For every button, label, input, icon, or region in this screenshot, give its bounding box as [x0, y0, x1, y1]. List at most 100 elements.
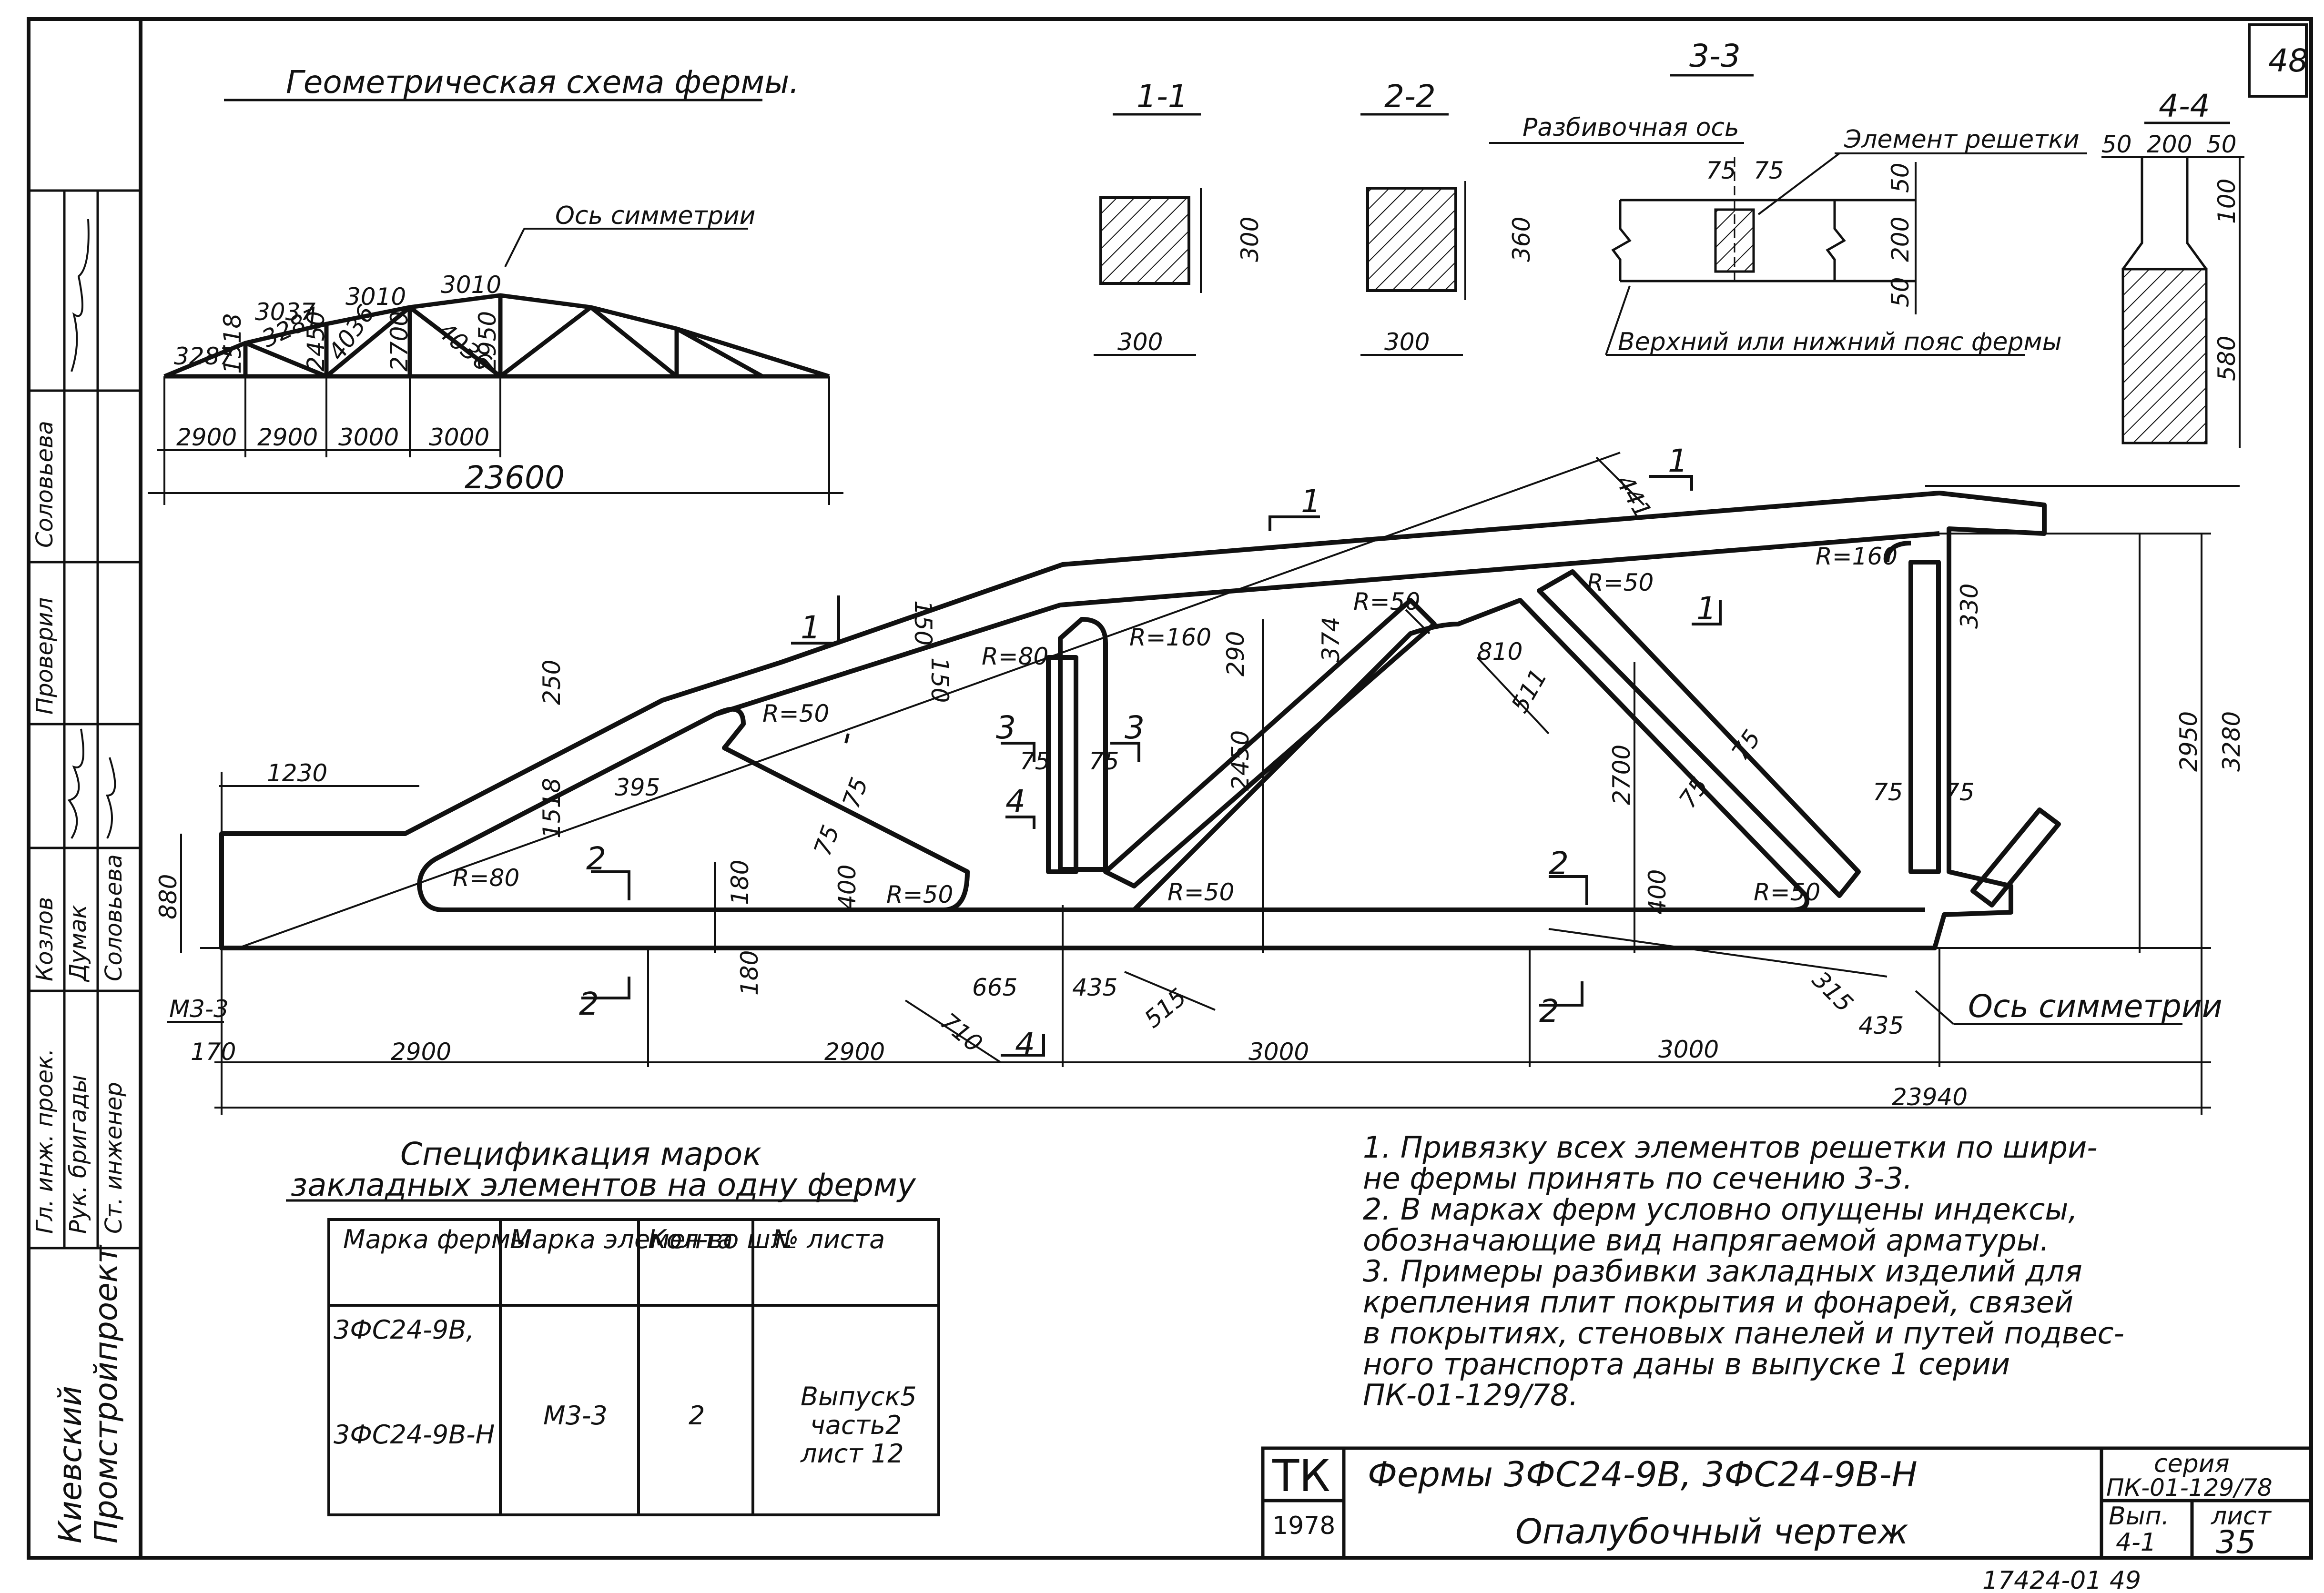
title-code: ТК — [1272, 1451, 1330, 1502]
dim-810: 810 — [1477, 638, 1522, 665]
section-3-3-d50b: 50 — [1887, 277, 1914, 307]
section-4-4-d50b: 50 — [2206, 131, 2237, 158]
dim-75d: 75 — [1089, 747, 1119, 775]
section-1-1: 1-1 300 300 — [1094, 78, 1264, 356]
stamp-role-3: Ст. инженер — [101, 1082, 127, 1234]
geometry-axis-label: Ось симметрии — [555, 202, 755, 230]
spec-sheet-ref-2: часть2 — [810, 1410, 902, 1440]
section-3-3-title: 3-3 — [1689, 38, 1741, 74]
spec-farm-mark-1: 3ФС24-9В, — [334, 1315, 474, 1345]
dim-395: 395 — [615, 774, 660, 801]
spec-element: М3-3 — [543, 1401, 608, 1431]
cut-label-2c: 2 — [1549, 845, 1569, 882]
dim-170: 170 — [191, 1038, 236, 1066]
stamp-name-4: Соловьева — [31, 421, 58, 548]
radius-r50-1: R=50 — [762, 700, 829, 727]
spec-sheet-ref-3: лист 12 — [800, 1439, 904, 1469]
section-2-2-height: 360 — [1508, 217, 1535, 262]
cut-label-3a: 3 — [996, 709, 1016, 746]
note-line-5: 3. Примеры разбивки закладных изделий дл… — [1363, 1254, 2082, 1289]
note-line-7: в покрытиях, стеновых панелей и путей по… — [1363, 1316, 2124, 1351]
note-line-6: крепления плит покрытия и фонарей, связе… — [1363, 1285, 2073, 1320]
scheme-diag-2: 4036 — [323, 300, 380, 365]
scheme-height-2: 2450 — [302, 311, 330, 372]
dim-400b: 400 — [1644, 869, 1671, 915]
cut-label-2b: 2 — [579, 986, 599, 1022]
radius-r50-5: R=50 — [1587, 569, 1654, 596]
cut-label-1c: 1 — [801, 609, 821, 646]
note-line-9: ПК-01-129/78. — [1363, 1378, 1578, 1412]
scheme-chord-3: 3010 — [345, 283, 406, 311]
geometry-scheme: Геометрическая схема фермы. Ось симметри… — [148, 64, 843, 505]
radius-labels: R=80 R=50 R=50 R=80 R=160 R=50 R=50 R=50… — [453, 543, 1898, 908]
section-2-2-width: 300 — [1384, 328, 1430, 356]
dim-3000b: 3000 — [1658, 1036, 1719, 1063]
scheme-height-3: 2700 — [386, 311, 413, 372]
scheme-span-4: 3000 — [429, 423, 489, 451]
title-name: Фермы 3ФС24-9В, 3ФС24-9В-Н — [1368, 1454, 1918, 1494]
spec-farm-mark-2: 3ФС24-9В-Н — [334, 1420, 495, 1450]
section-1-1-height: 300 — [1236, 217, 1264, 262]
title-sheet: 35 — [2216, 1524, 2256, 1561]
stamp-name-1: Козлов — [31, 897, 58, 981]
scheme-chord-1: 3287 — [174, 343, 234, 370]
dim-2700: 2700 — [1608, 745, 1635, 805]
section-3-3: 3-3 Разбивочная ось Элемент решетки 75 7… — [1489, 38, 2087, 356]
notes: 1. Привязку всех элементов решетки по ши… — [1363, 1130, 2124, 1412]
spec-header-1: Марка фермы — [343, 1224, 531, 1254]
dim-2900a: 2900 — [391, 1038, 451, 1066]
scheme-chord-2: 3037 — [255, 298, 315, 326]
scheme-span-1: 2900 — [176, 423, 237, 451]
radius-r50-4: R=50 — [1353, 588, 1420, 615]
dim-2950: 2950 — [2175, 711, 2202, 772]
dim-23940: 23940 — [1892, 1083, 1968, 1111]
spec-title-1: Спецификация марок — [400, 1136, 761, 1172]
dim-75b: 75 — [809, 821, 845, 859]
section-4-4-title: 4-4 — [2159, 88, 2210, 124]
institute-line-2: Промстройпроект — [88, 1244, 124, 1543]
dim-374: 374 — [1317, 617, 1345, 662]
spec-sheet-ref-1: Выпуск5 — [801, 1381, 917, 1412]
section-3-3-layout-axis: Разбивочная ось — [1522, 113, 1739, 142]
title-sheet-label: лист — [2211, 1502, 2272, 1531]
dim-75h: 75 — [1944, 778, 1975, 806]
dim-1230: 1230 — [267, 759, 327, 787]
cut-label-1a: 1 — [1301, 483, 1321, 520]
side-stamp-text: Гл. инж. проек. Рук. бригады Ст. инженер… — [31, 219, 127, 1543]
radius-r80-left: R=80 — [453, 864, 519, 892]
dim-710: 710 — [935, 1008, 987, 1058]
dim-75g: 75 — [1873, 778, 1903, 806]
signature-3 — [106, 757, 116, 839]
radius-r80-top: R=80 — [982, 643, 1048, 670]
note-line-3: 2. В марках ферм условно опущены индексы… — [1363, 1192, 2078, 1227]
radius-r50-6: R=50 — [1754, 878, 1820, 906]
truss-axis-label: Ось симметрии — [1968, 988, 2223, 1025]
dim-3280: 3280 — [2218, 711, 2245, 772]
spec-header-4: № листа — [771, 1224, 885, 1254]
section-3-3-d50a: 50 — [1887, 162, 1914, 193]
scheme-total: 23600 — [465, 459, 565, 496]
dim-150a: 150 — [909, 600, 937, 645]
title-issue-label: Вып. — [2109, 1502, 2169, 1531]
section-4-4-d100: 100 — [2213, 179, 2241, 224]
dim-435a: 435 — [1072, 974, 1117, 1001]
institute-line-1: Киевский — [52, 1386, 89, 1543]
dim-3000a: 3000 — [1248, 1038, 1309, 1066]
dim-150b: 150 — [926, 657, 954, 703]
cut-label-4b: 4 — [1015, 1026, 1035, 1063]
section-2-2-title: 2-2 — [1384, 78, 1436, 115]
section-4-4-d50a: 50 — [2101, 131, 2132, 158]
truss-body — [219, 491, 2061, 950]
dim-880: 880 — [154, 874, 182, 919]
sheet-frame — [27, 17, 2313, 1560]
section-4-4-d580: 580 — [2213, 336, 2241, 381]
stamp-role-1: Гл. инж. проек. — [31, 1049, 58, 1234]
dim-180b: 180 — [736, 950, 763, 996]
title-series: ПК-01-129/78 — [2106, 1474, 2273, 1502]
scheme-chord-4: 3010 — [441, 271, 501, 299]
dim-1518: 1518 — [538, 778, 566, 838]
section-3-3-element: Элемент решетки — [1844, 125, 2080, 154]
dim-400a: 400 — [833, 865, 861, 910]
radius-r160-2: R=160 — [1816, 543, 1898, 570]
